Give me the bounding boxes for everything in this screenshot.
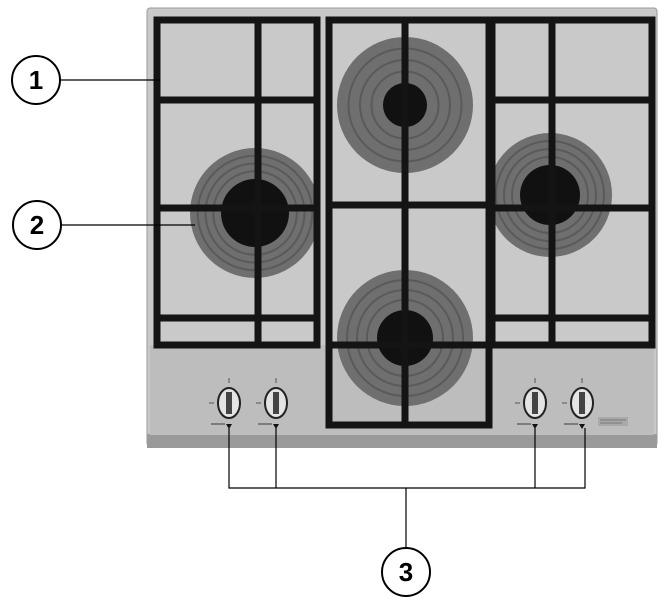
callout-3-label: 3 — [399, 557, 413, 587]
brand-plate — [598, 417, 628, 426]
knob-3-pointer — [532, 424, 538, 429]
knob-4[interactable] — [562, 378, 594, 429]
knob-3[interactable] — [515, 378, 547, 429]
callout-1: 1 — [11, 55, 61, 105]
hob-front-edge — [147, 434, 657, 448]
callout-2: 2 — [12, 200, 62, 250]
knob-4-pointer — [579, 424, 585, 429]
knob-1-grip[interactable] — [226, 392, 232, 414]
leader-lines — [60, 79, 586, 548]
knob-1-pointer — [226, 424, 232, 429]
knob-1[interactable] — [209, 378, 241, 429]
callout-3: 3 — [381, 547, 431, 597]
callout-1-label: 1 — [29, 65, 43, 95]
pan-support-grates — [153, 16, 656, 429]
leader-line-3 — [228, 428, 586, 489]
knob-3-grip[interactable] — [532, 392, 538, 414]
grate-right — [488, 16, 656, 349]
callout-2-label: 2 — [30, 210, 44, 240]
knob-2-pointer — [273, 424, 279, 429]
knob-2[interactable] — [256, 378, 288, 429]
knob-4-grip[interactable] — [579, 392, 585, 414]
grate-left — [153, 16, 321, 349]
control-knobs — [209, 378, 594, 429]
knob-2-grip[interactable] — [273, 392, 279, 414]
